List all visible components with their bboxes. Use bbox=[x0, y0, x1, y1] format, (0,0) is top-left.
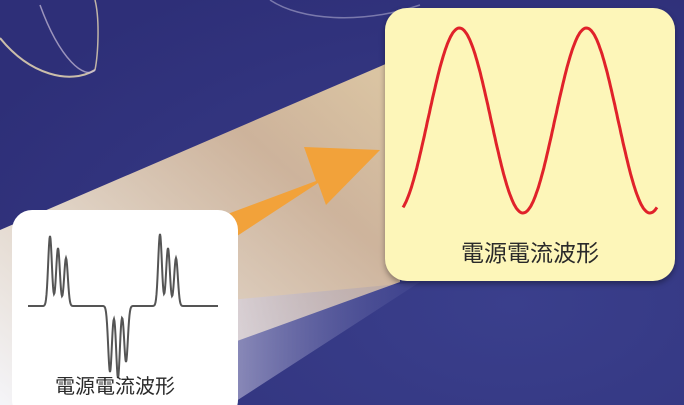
distorted-waveform bbox=[28, 233, 218, 379]
after-waveform-card: 電源電流波形 bbox=[385, 8, 675, 281]
sine-waveform bbox=[401, 26, 659, 215]
after-waveform-caption: 電源電流波形 bbox=[461, 241, 599, 267]
before-waveform-caption: 電源電流波形 bbox=[55, 374, 175, 398]
before-waveform-card: 電源電流波形 bbox=[12, 210, 238, 405]
